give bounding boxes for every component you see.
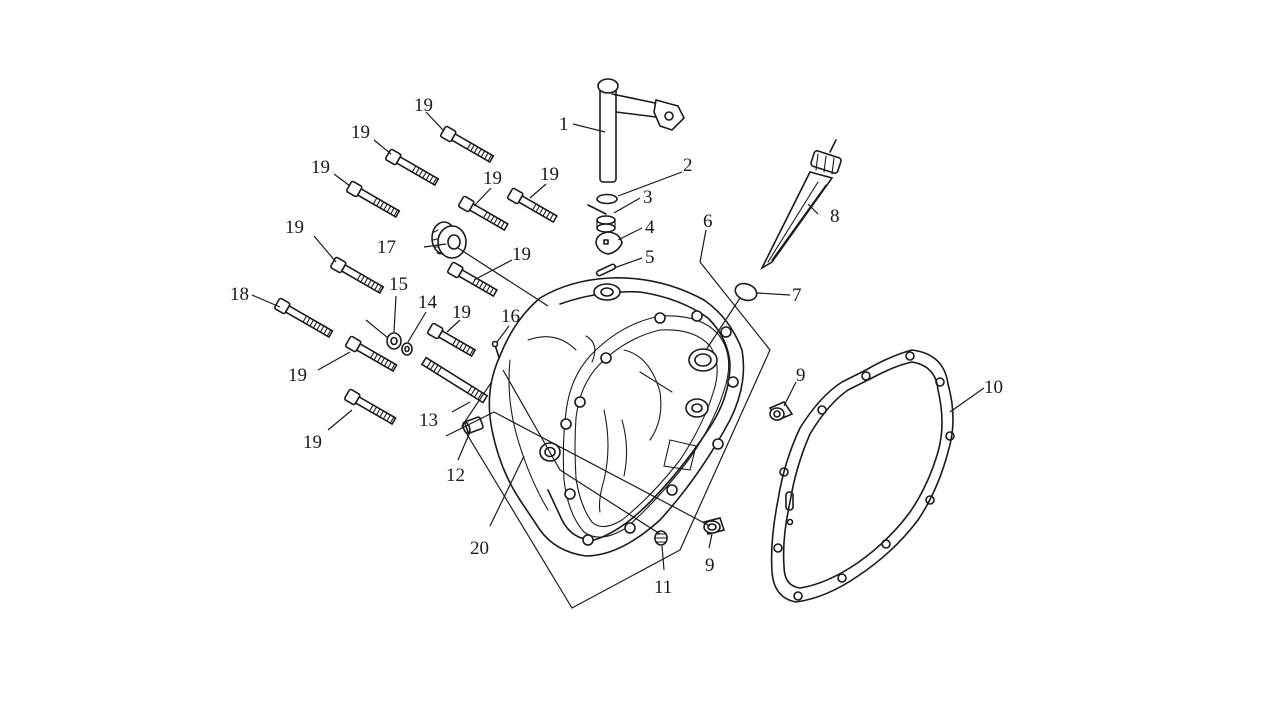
callout-15: 15 <box>389 274 408 295</box>
callout-9-upper: 9 <box>796 365 806 386</box>
drain-plug <box>654 530 668 546</box>
callout-19-g: 19 <box>512 244 531 265</box>
callout-19-a: 19 <box>414 95 433 116</box>
callout-12: 12 <box>446 465 465 486</box>
kick-lever <box>597 78 685 183</box>
clip-plate <box>595 231 623 255</box>
o-ring <box>596 193 618 205</box>
callout-5: 5 <box>645 247 655 268</box>
crankcase-cover <box>488 277 745 557</box>
bolt <box>447 261 498 298</box>
callout-20: 20 <box>470 538 489 559</box>
cover-gasket <box>770 349 955 603</box>
bolt <box>440 125 495 164</box>
filler-cap <box>431 221 467 259</box>
small-washer <box>401 342 413 356</box>
bolt <box>345 335 398 373</box>
callout-13: 13 <box>419 410 438 431</box>
callout-14: 14 <box>418 292 438 313</box>
bushing <box>768 401 794 421</box>
callout-6: 6 <box>703 211 713 232</box>
callout-19-b: 19 <box>351 122 370 143</box>
dipstick-o-ring <box>734 282 758 302</box>
callout-19-i: 19 <box>288 365 307 386</box>
callout-18: 18 <box>230 284 249 305</box>
bolt <box>385 148 440 187</box>
callout-19-c: 19 <box>311 157 330 178</box>
bolt <box>274 297 334 339</box>
callout-1: 1 <box>559 114 569 135</box>
callout-8: 8 <box>830 206 840 227</box>
callout-17: 17 <box>377 237 396 258</box>
callout-10: 10 <box>984 377 1003 398</box>
bolt-group <box>274 125 558 426</box>
callout-19-d: 19 <box>540 164 559 185</box>
callout-19-e: 19 <box>483 168 502 189</box>
shaft <box>420 356 489 404</box>
callout-7: 7 <box>792 285 802 306</box>
washer <box>386 332 402 350</box>
leader-lines <box>251 111 985 571</box>
oil-dipstick <box>760 139 842 271</box>
cover-outline-box <box>461 261 771 609</box>
callout-labels: 1 2 3 4 5 6 7 8 9 9 10 11 12 13 14 15 16… <box>230 95 1003 598</box>
bolt <box>458 195 509 232</box>
callout-4: 4 <box>645 217 655 238</box>
bolt <box>346 180 401 219</box>
callout-9-lower: 9 <box>705 555 715 576</box>
callout-2: 2 <box>683 155 693 176</box>
callout-16: 16 <box>501 306 520 327</box>
bolt <box>507 187 558 224</box>
callout-19-f: 19 <box>285 217 304 238</box>
bolt <box>427 322 477 358</box>
spring <box>587 204 616 233</box>
callout-11: 11 <box>654 577 672 598</box>
small-pin <box>595 263 617 277</box>
bolt <box>344 388 397 426</box>
callout-19-h: 19 <box>452 302 471 323</box>
callout-3: 3 <box>643 187 653 208</box>
bolt <box>330 256 385 295</box>
callout-19-j: 19 <box>303 432 322 453</box>
bushing <box>702 517 726 535</box>
